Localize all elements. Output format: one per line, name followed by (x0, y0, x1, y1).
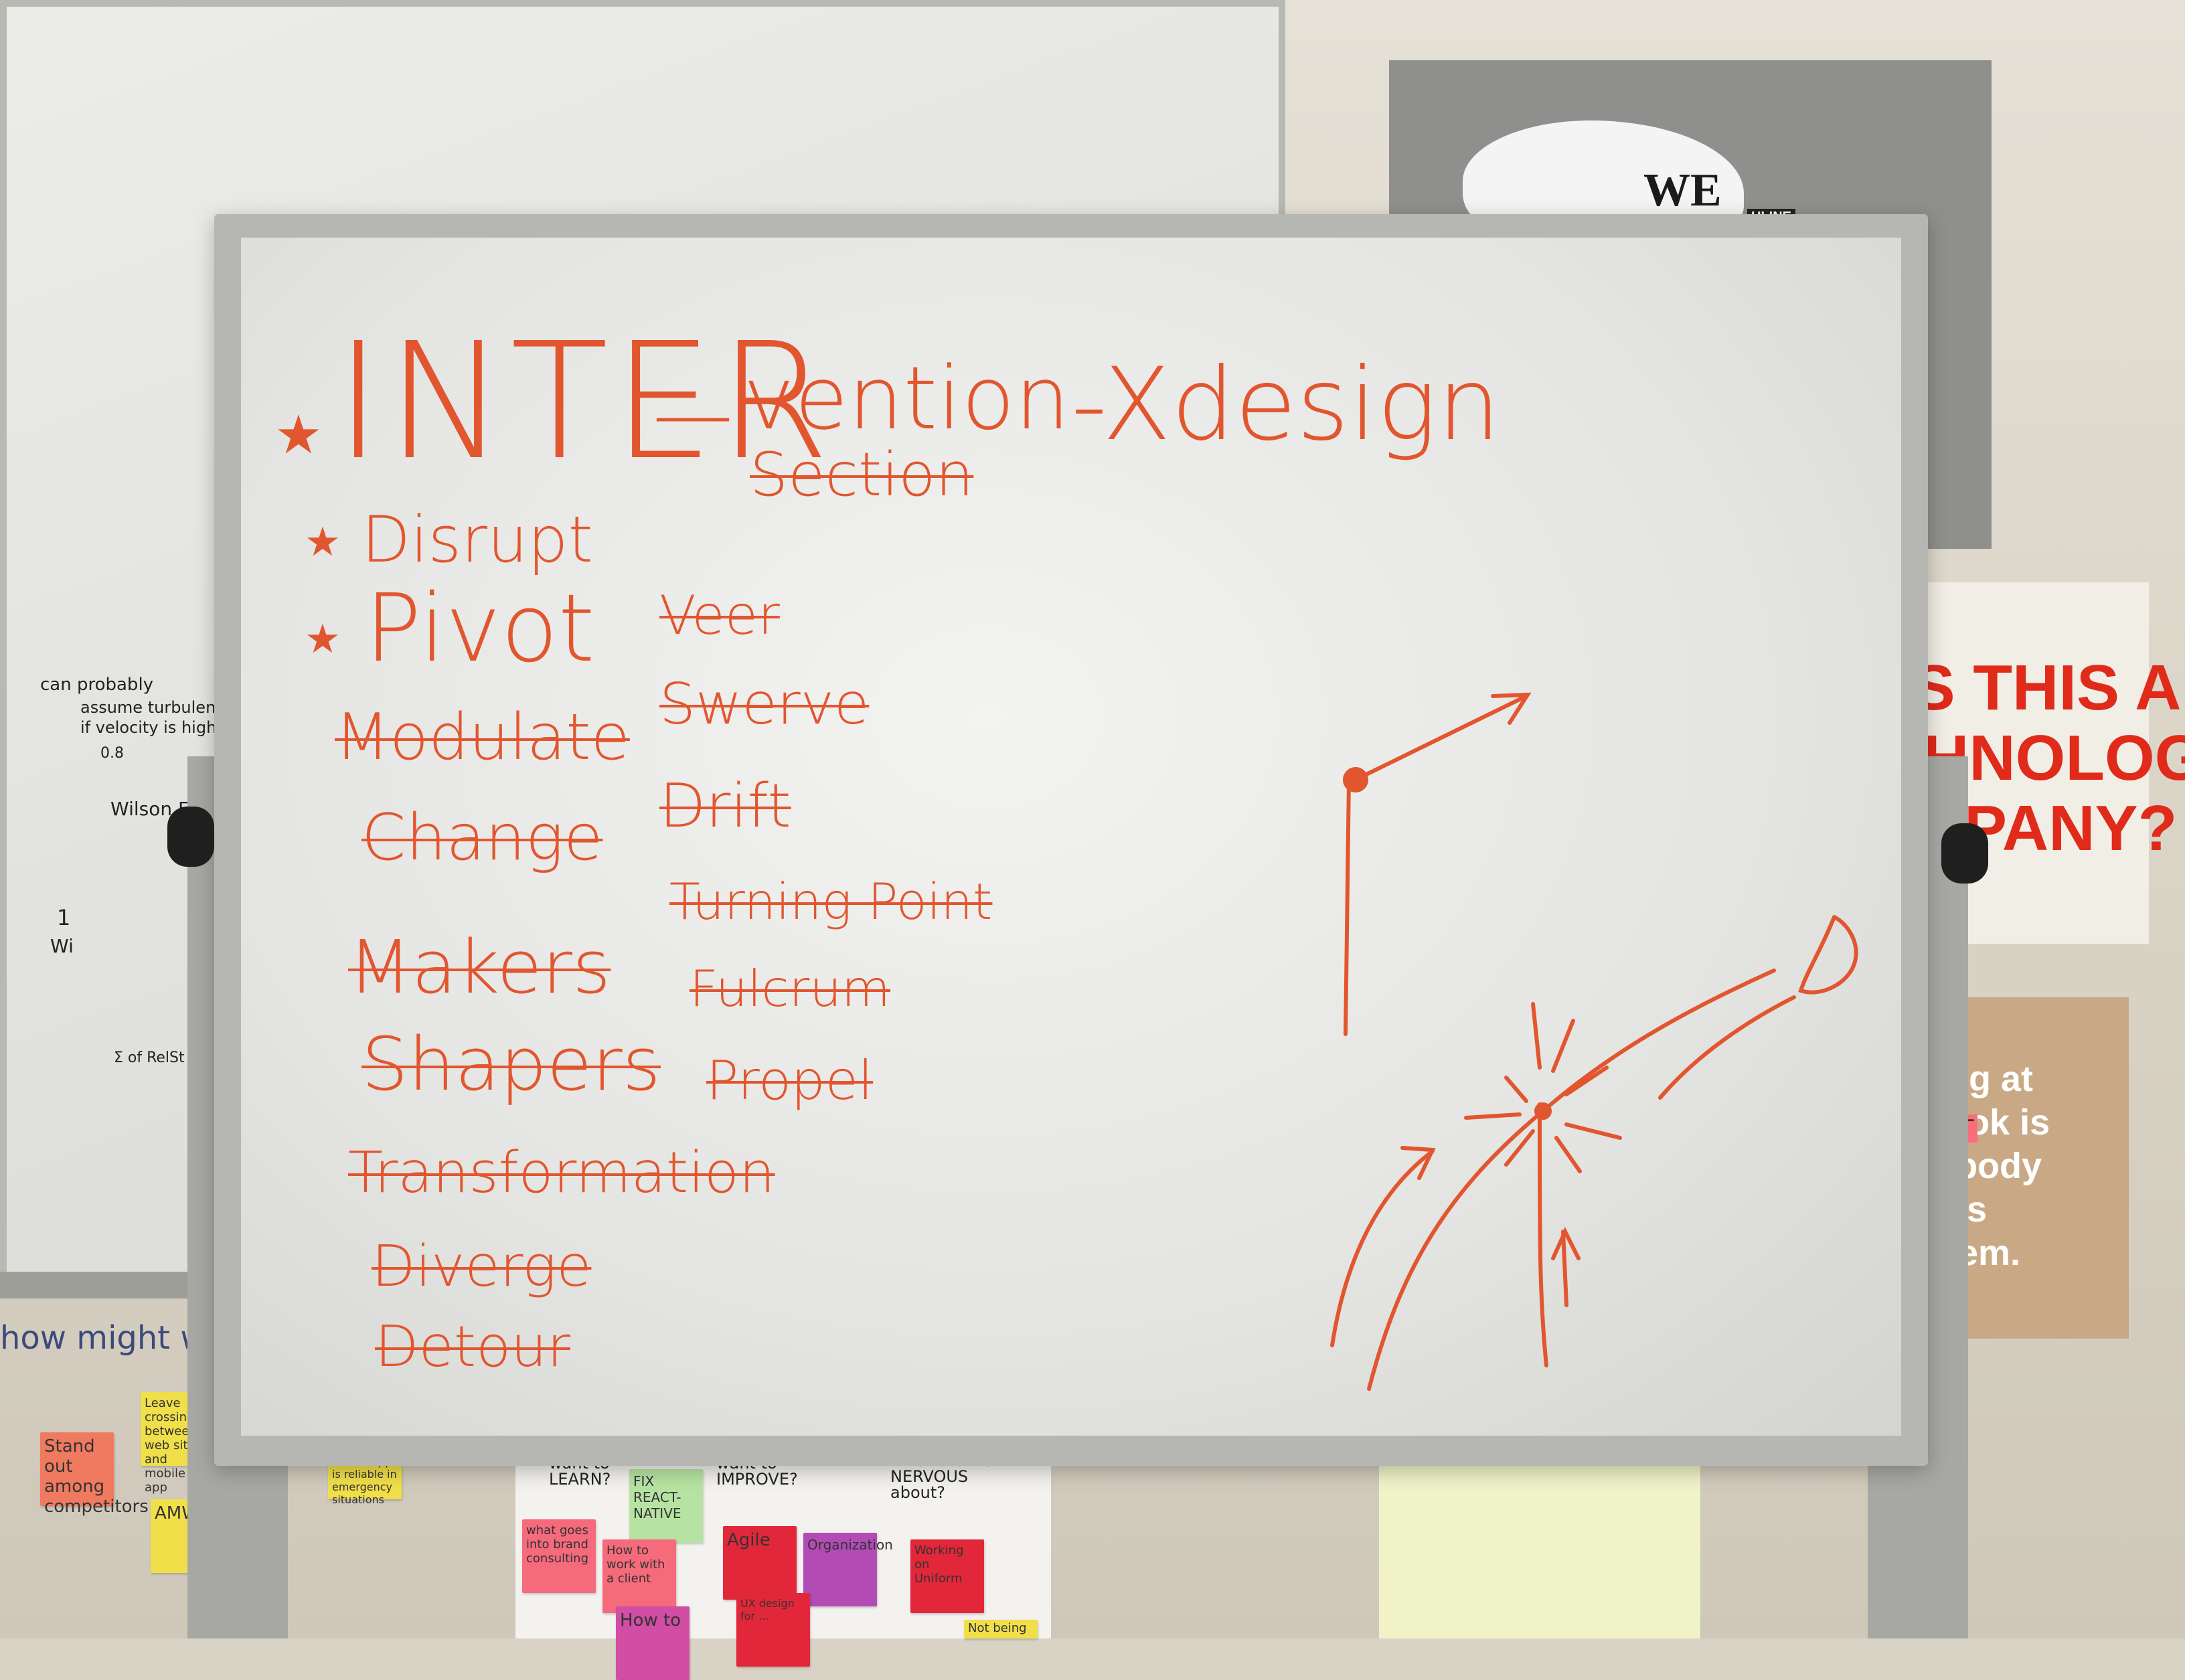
back-note-6: 1 (57, 905, 71, 930)
star-icon: ★ (274, 404, 323, 466)
word-swerve: Swerve (659, 671, 870, 738)
xdesign-text: -Xdesign (1071, 347, 1501, 463)
word-transformation: Transformation (348, 1140, 775, 1206)
disrupt-sketch-right-arrow-head (1551, 1227, 1581, 1260)
pivot-sketch-vertical-line (1344, 778, 1351, 1036)
word-turning-point: Turning Point (669, 872, 993, 931)
disrupt-sketch-left-arrow-head (1400, 1146, 1436, 1180)
word-diverge: Diverge (372, 1234, 592, 1300)
starred-item-pivot: Pivot (365, 574, 595, 683)
poster-line-1: IS THIS A (1894, 652, 2182, 724)
disrupt-sketch-main-curve (1367, 969, 1776, 1391)
word-detour: Detour (375, 1314, 570, 1380)
star-icon: ★ (305, 519, 341, 566)
left-knob (167, 807, 214, 867)
back-note-2: assume turbulent (80, 698, 222, 717)
sticky-note: Agile (723, 1526, 797, 1600)
disrupt-sketch-upper-curve (1658, 995, 1796, 1100)
word-fulcrum: Fulcrum (690, 959, 891, 1018)
back-note-1: can probably (40, 675, 154, 695)
disrupt-sketch-head (1798, 915, 1858, 995)
section-suffix: Section (750, 440, 974, 510)
sticky-note: what goes into brand consulting (522, 1519, 596, 1593)
back-note-7: Wi (50, 935, 74, 957)
sticky-note: Not being (964, 1620, 1038, 1639)
disrupt-sketch-burst-lines (1464, 1002, 1622, 1173)
pivot-sketch-arrow-head (1491, 692, 1532, 725)
pivot-sketch-diagonal-arrow (1360, 694, 1528, 778)
icon-grid-poster (1379, 1446, 1700, 1639)
inter-dash: — (653, 368, 733, 461)
disrupt-sketch-impact-point (1534, 1102, 1552, 1120)
right-knob (1941, 823, 1988, 884)
sticky-note: Organization (803, 1533, 893, 1606)
vention-suffix: vention (743, 347, 1070, 449)
sticky-note: Stand out among competitors (40, 1432, 149, 1517)
disrupt-sketch-left-curve (1330, 1149, 1435, 1347)
marker-sketches (1330, 692, 1858, 1391)
sticky-note: How to work with a client (602, 1539, 676, 1613)
word-propel: Propel (706, 1049, 874, 1112)
disrupt-sketch-right-line (1561, 1230, 1568, 1307)
word-shapers: Shapers (361, 1021, 661, 1107)
word-makers: Makers (348, 924, 611, 1010)
back-note-3: if velocity is high (80, 718, 217, 737)
sticky-note: Working on Uniform (910, 1539, 984, 1613)
sticky-note: FIX REACT-NATIVE (629, 1469, 703, 1543)
inter-heading: INTER (335, 308, 834, 495)
word-veer: Veer (659, 584, 780, 647)
word-modulate: Modulate (335, 701, 630, 774)
back-note-8: Σ of RelSt (114, 1049, 185, 1066)
disrupt-sketch-center-line (1538, 1102, 1548, 1367)
dove-poster-text: WE (1643, 165, 1722, 216)
word-drift: Drift (659, 771, 791, 841)
star-icon: ★ (305, 616, 341, 663)
word-change: Change (361, 801, 603, 875)
back-note-4: 0.8 (100, 745, 124, 762)
starred-item-disrupt: Disrupt (361, 503, 593, 577)
pivot-sketch-point (1343, 767, 1368, 792)
whiteboard (241, 238, 1901, 1436)
